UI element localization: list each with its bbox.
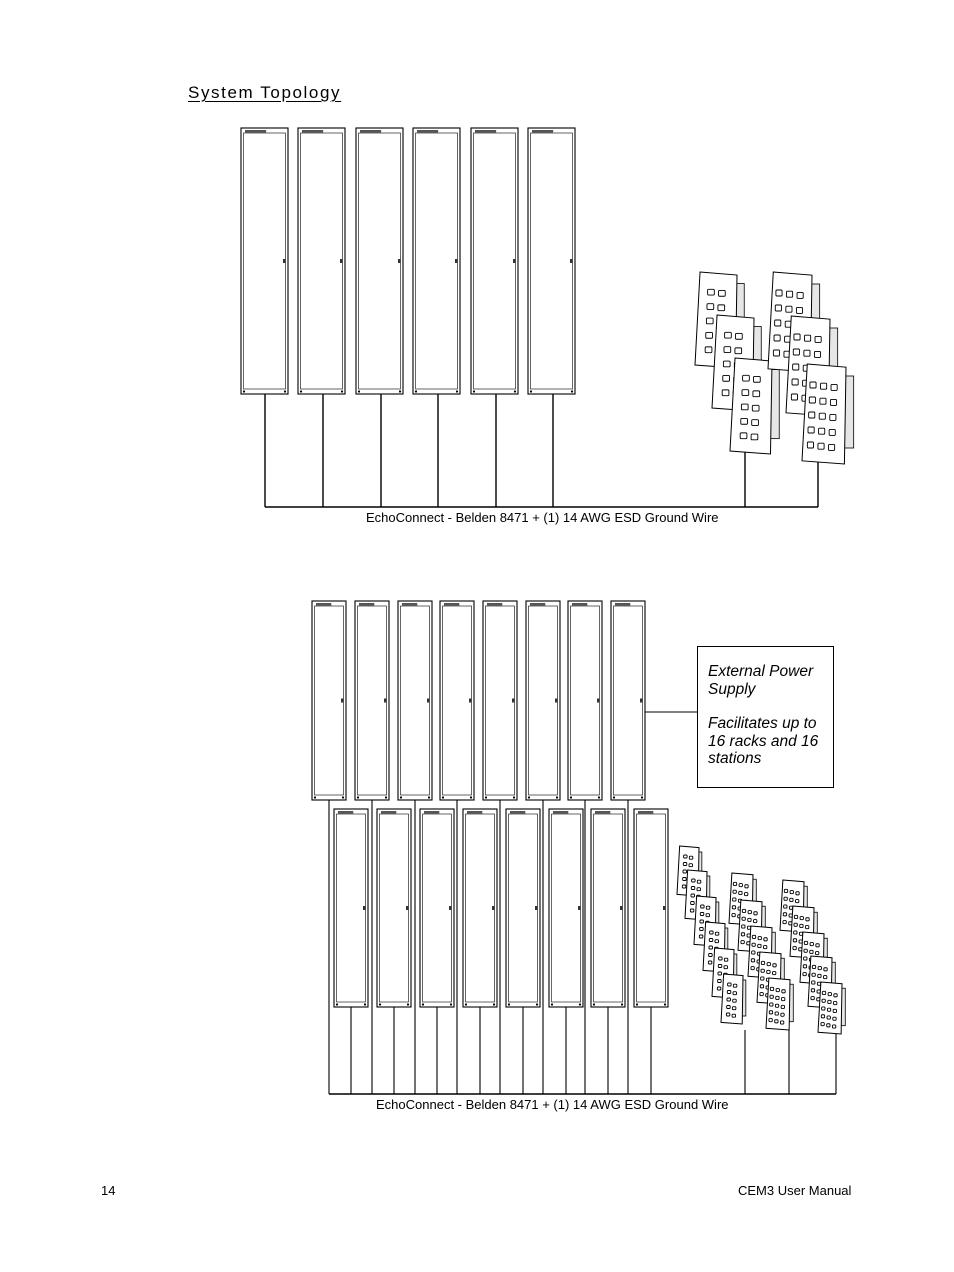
equipment-rack — [548, 808, 584, 1008]
equipment-rack — [354, 600, 390, 801]
equipment-rack — [333, 808, 369, 1008]
equipment-rack — [412, 127, 461, 395]
intercom-station — [765, 977, 794, 1031]
equipment-rack — [297, 127, 346, 395]
intercom-station — [720, 973, 747, 1025]
page-number: 14 — [101, 1183, 116, 1198]
document-title: CEM3 User Manual — [738, 1183, 852, 1198]
equipment-rack — [462, 808, 498, 1008]
equipment-rack — [470, 127, 519, 395]
psu-title: External Power Supply — [708, 663, 814, 698]
equipment-rack — [482, 600, 518, 801]
top-topology-diagram — [240, 127, 855, 508]
equipment-rack — [590, 808, 626, 1008]
equipment-rack — [240, 127, 289, 395]
equipment-rack — [439, 600, 475, 801]
intercom-station — [817, 981, 846, 1035]
equipment-rack — [355, 127, 404, 395]
equipment-rack — [633, 808, 669, 1008]
equipment-rack — [527, 127, 576, 395]
section-title: System Topology — [188, 83, 342, 102]
bottom-cable-label: EchoConnect - Belden 8471 + (1) 14 AWG E… — [376, 1097, 729, 1112]
psu-description: Facilitates up to 16 racks and 16 statio… — [708, 715, 819, 767]
bottom-topology-diagram — [311, 600, 846, 1095]
intercom-station — [729, 357, 780, 455]
equipment-rack — [525, 600, 561, 801]
intercom-station — [801, 363, 855, 465]
equipment-rack — [311, 600, 347, 801]
equipment-rack — [376, 808, 412, 1008]
equipment-rack — [419, 808, 455, 1008]
top-cable-label: EchoConnect - Belden 8471 + (1) 14 AWG E… — [366, 510, 719, 525]
equipment-rack — [610, 600, 646, 801]
equipment-rack — [505, 808, 541, 1008]
equipment-rack — [567, 600, 603, 801]
equipment-rack — [397, 600, 433, 801]
external-power-supply-box: External Power Supply Facilitates up to … — [697, 646, 834, 788]
